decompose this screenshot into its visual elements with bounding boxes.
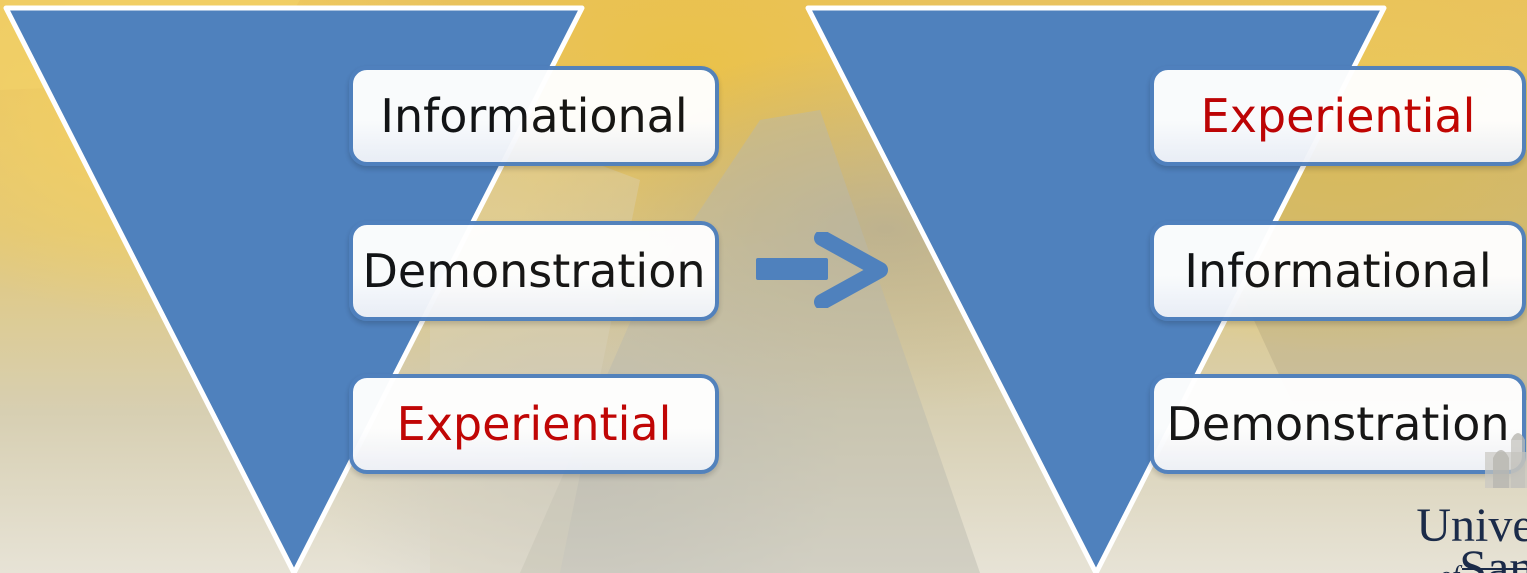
left-box-label: Demonstration [362,244,706,298]
logo-university-text: University [1416,499,1527,552]
right-box-label: Experiential [1200,89,1476,143]
logo-of-text: of [1439,561,1459,573]
logo-san-diego-text: ofSan Diego [1439,542,1527,573]
university-logo: University ofSan Diego [1400,418,1527,573]
right-box-label: Demonstration [1166,397,1510,451]
right-box-demonstration: Demonstration [1150,374,1526,474]
right-arrow-icon [756,232,888,308]
logo-underline [1462,568,1527,570]
left-box-label: Experiential [396,397,672,451]
left-box-informational: Informational [349,66,719,166]
left-box-experiential: Experiential [349,374,719,474]
university-crest-icon [1485,433,1527,488]
left-box-demonstration: Demonstration [349,221,719,321]
left-box-label: Informational [380,89,688,143]
logo-city-text: San Diego [1459,539,1527,573]
right-box-label: Informational [1184,244,1492,298]
right-box-informational: Informational [1150,221,1526,321]
right-box-experiential: Experiential [1150,66,1526,166]
